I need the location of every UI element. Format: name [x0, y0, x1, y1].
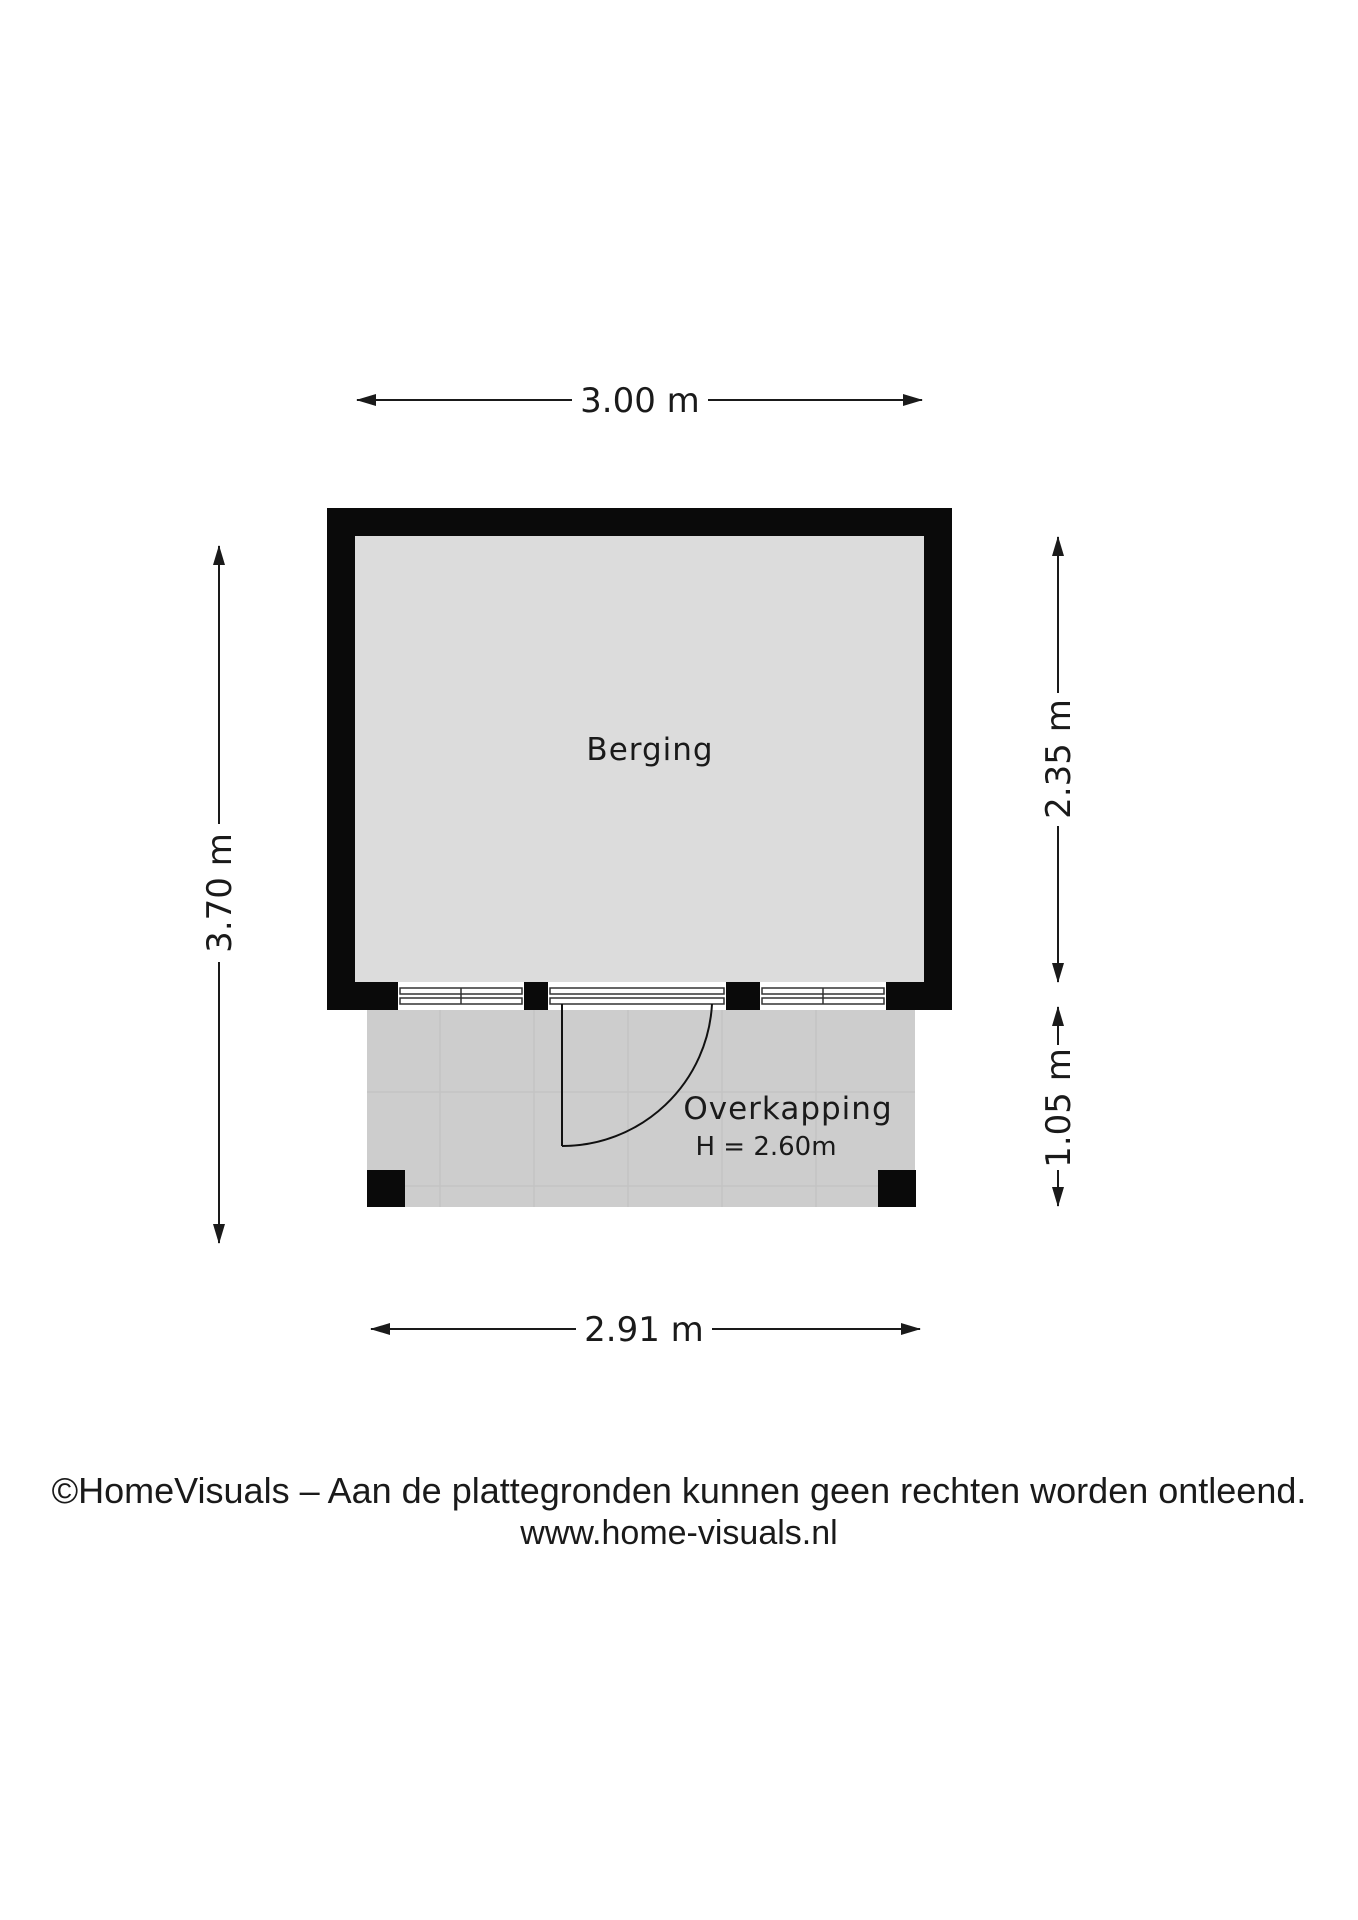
berging-room [327, 508, 952, 1010]
room-label-berging: Berging [586, 732, 713, 768]
overkapping-area [367, 1004, 916, 1207]
footer-disclaimer: ©HomeVisuals – Aan de plattegronden kunn… [51, 1470, 1307, 1511]
window-right [760, 982, 886, 1010]
dimension-top-label: 3.00 m [580, 381, 700, 421]
door-swing [561, 1003, 713, 1148]
dimension-right-lower-label: 1.05 m [1039, 1048, 1079, 1168]
post-left [367, 1170, 405, 1207]
door-opening [548, 982, 726, 1010]
room-height-label: H = 2.60m [695, 1132, 836, 1162]
dimension-right-upper-label: 2.35 m [1039, 699, 1079, 819]
room-label-overkapping: Overkapping [683, 1091, 892, 1127]
window-left [398, 982, 524, 1010]
footer-website[interactable]: www.home-visuals.nl [520, 1514, 838, 1552]
dimension-left-label: 3.70 m [200, 833, 240, 953]
post-right [878, 1170, 916, 1207]
dimension-bottom-label: 2.91 m [584, 1310, 704, 1350]
